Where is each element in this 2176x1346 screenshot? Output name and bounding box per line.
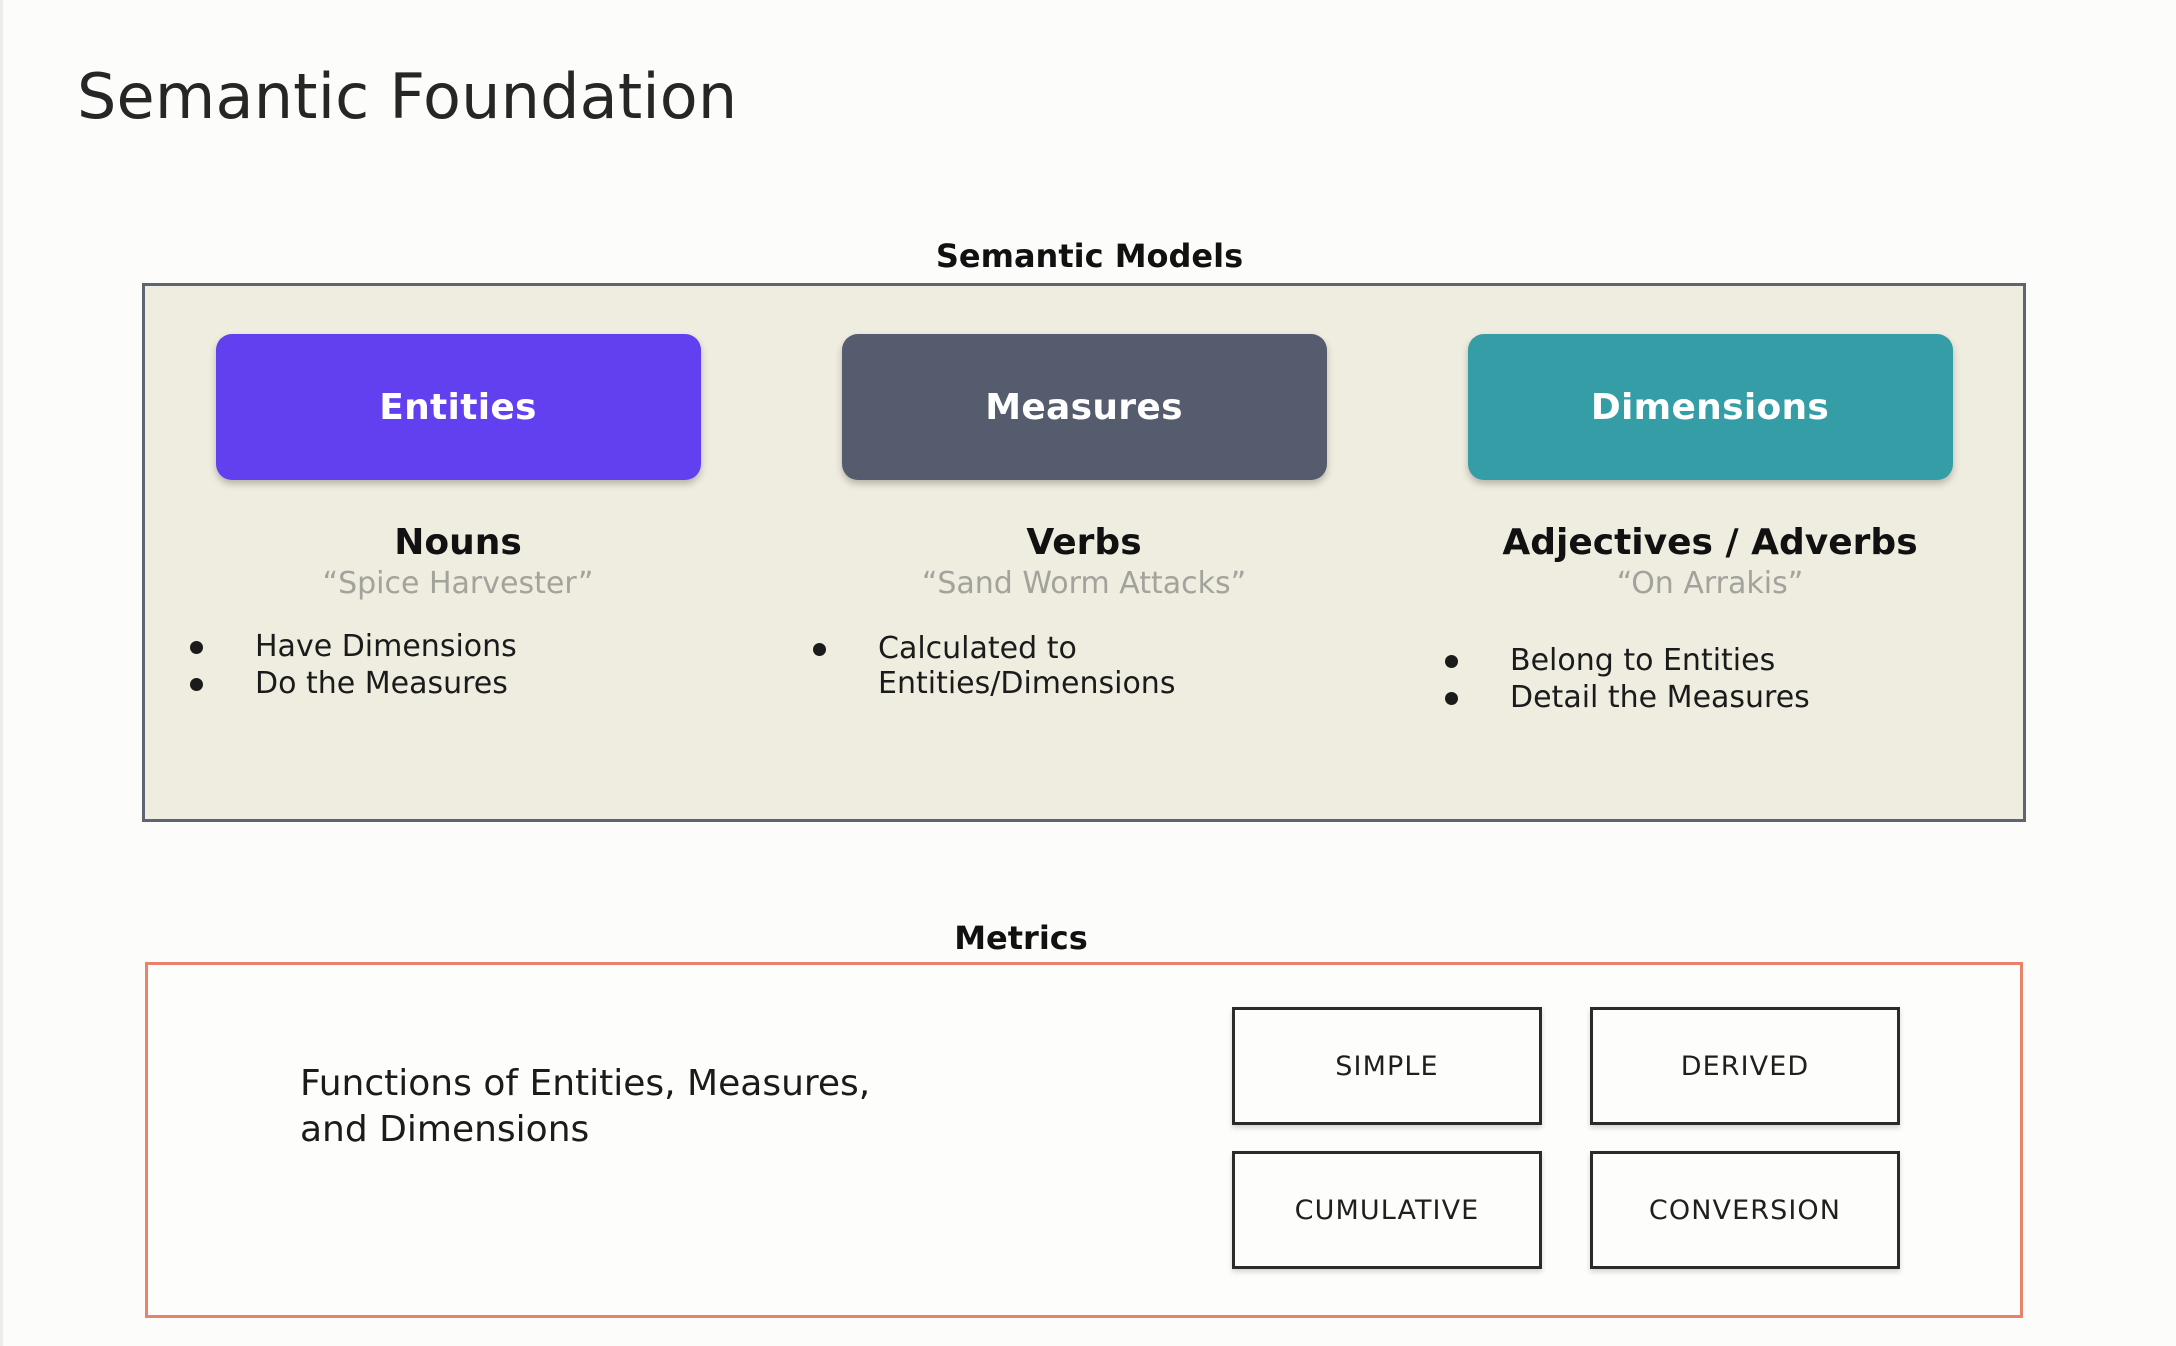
semantic-models-panel: Entities Nouns “Spice Harvester” Have Di… bbox=[142, 283, 2026, 822]
entities-pill[interactable]: Entities bbox=[215, 334, 701, 480]
bullet-dot-icon bbox=[1445, 654, 1458, 668]
list-item: Calculated to Entities/Dimensions bbox=[813, 631, 1439, 702]
list-item: Have Dimensions bbox=[190, 629, 816, 664]
measures-pill[interactable]: Measures bbox=[841, 334, 1327, 480]
measures-part-of-speech: Verbs bbox=[1026, 522, 1142, 563]
entities-bullet-list: Have Dimensions Do the Measures bbox=[100, 629, 816, 704]
model-column-entities: Entities Nouns “Spice Harvester” Have Di… bbox=[145, 286, 771, 819]
model-column-measures: Measures Verbs “Sand Worm Attacks” Calcu… bbox=[771, 286, 1397, 819]
metrics-type-grid: SIMPLE DERIVED CUMULATIVE CONVERSION bbox=[1232, 1007, 1912, 1269]
measures-bullet-list: Calculated to Entities/Dimensions bbox=[729, 631, 1439, 704]
metric-type-conversion[interactable]: CONVERSION bbox=[1590, 1151, 1900, 1269]
page-title: Semantic Foundation bbox=[77, 60, 738, 133]
entities-bullet-text: Have Dimensions bbox=[255, 628, 517, 664]
metric-type-cumulative[interactable]: CUMULATIVE bbox=[1232, 1151, 1542, 1269]
list-item: Belong to Entities bbox=[1445, 643, 2071, 678]
dimensions-bullet-text: Belong to Entities bbox=[1510, 642, 1776, 678]
list-item: Do the Measures bbox=[190, 666, 816, 701]
semantic-models-columns: Entities Nouns “Spice Harvester” Have Di… bbox=[145, 286, 2023, 819]
dimensions-bullet-list: Belong to Entities Detail the Measures bbox=[1349, 643, 2071, 718]
entities-bullet-text: Do the Measures bbox=[255, 665, 508, 701]
measures-bullet-text: Calculated to Entities/Dimensions bbox=[878, 630, 1176, 701]
list-item: Detail the Measures bbox=[1445, 680, 2071, 715]
bullet-dot-icon bbox=[190, 640, 203, 654]
bullet-dot-icon bbox=[1445, 691, 1458, 705]
metric-type-simple[interactable]: SIMPLE bbox=[1232, 1007, 1542, 1125]
entities-part-of-speech: Nouns bbox=[394, 522, 522, 563]
metric-type-derived[interactable]: DERIVED bbox=[1590, 1007, 1900, 1125]
model-column-dimensions: Dimensions Adjectives / Adverbs “On Arra… bbox=[1397, 286, 2023, 819]
measures-example: “Sand Worm Attacks” bbox=[921, 566, 1247, 602]
entities-example: “Spice Harvester” bbox=[322, 566, 594, 602]
metrics-panel: Functions of Entities, Measures, and Dim… bbox=[145, 962, 2023, 1318]
page-left-edge bbox=[0, 0, 3, 1346]
bullet-dot-icon bbox=[813, 642, 826, 656]
dimensions-pill[interactable]: Dimensions bbox=[1467, 334, 1953, 480]
semantic-models-caption: Semantic Models bbox=[935, 237, 1244, 275]
metrics-description: Functions of Entities, Measures, and Dim… bbox=[300, 1063, 871, 1151]
dimensions-part-of-speech: Adjectives / Adverbs bbox=[1502, 522, 1918, 563]
slide-canvas: Semantic Foundation Semantic Models Enti… bbox=[3, 0, 2176, 1346]
dimensions-bullet-text: Detail the Measures bbox=[1510, 679, 1810, 715]
bullet-dot-icon bbox=[190, 677, 203, 691]
dimensions-example: “On Arrakis” bbox=[1616, 566, 1804, 602]
metrics-caption: Metrics bbox=[954, 919, 1088, 957]
